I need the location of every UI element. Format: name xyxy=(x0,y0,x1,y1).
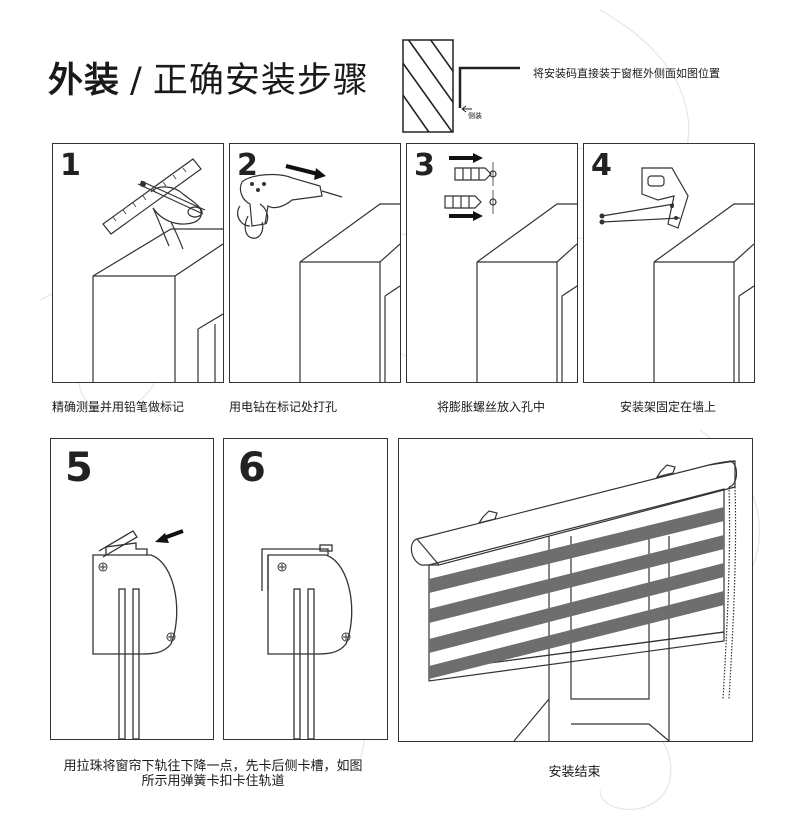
step-2-number: 2 xyxy=(237,148,258,183)
side-mount-label: 侧装 xyxy=(468,112,482,120)
step-1-caption: 精确测量并用铅笔做标记 xyxy=(52,400,185,414)
step-5-caption: 用拉珠将窗帘下轨往下降一点，先卡后侧卡槽，如图所示用弹簧卡扣卡住轨道 xyxy=(63,759,363,789)
step-2-caption: 用电钻在标记处打孔 xyxy=(229,400,338,414)
step-4-number: 4 xyxy=(591,148,612,183)
final-panel xyxy=(398,438,753,742)
step-3-number: 3 xyxy=(414,148,435,183)
final-caption: 安装结束 xyxy=(548,765,601,780)
step-3-panel: 3 xyxy=(406,143,578,383)
step-2-panel: 2 xyxy=(229,143,401,383)
step-4-panel: 4 xyxy=(583,143,755,383)
step-1-panel: 1 xyxy=(52,143,224,383)
title-rest: 正确安装步骤 xyxy=(152,61,369,101)
step-6-illustration xyxy=(261,544,353,739)
step-5-illustration xyxy=(92,529,184,739)
step-6-panel: 6 xyxy=(223,438,388,740)
step-4-illustration xyxy=(599,167,754,382)
step-3-illustration xyxy=(444,153,577,382)
header-note: 将安装码直接装于窗框外侧面如图位置 xyxy=(533,67,720,80)
title-bold: 外装 xyxy=(48,61,121,101)
step-1-number: 1 xyxy=(60,148,81,183)
step-1-illustration xyxy=(92,158,223,382)
step-3-caption: 将膨胀螺丝放入孔中 xyxy=(436,400,545,414)
step-6-number: 6 xyxy=(238,445,266,491)
step-5-panel: 5 xyxy=(50,438,214,740)
final-installed-blind-illustration xyxy=(410,460,738,741)
step-2-illustration xyxy=(237,164,400,382)
step-5-number: 5 xyxy=(65,445,93,491)
title-separator: / xyxy=(130,61,143,101)
page-title: 外装/正确安装步骤 xyxy=(48,52,369,103)
step-4-caption: 安装架固定在墙上 xyxy=(619,400,716,414)
header-mount-illustration xyxy=(402,39,520,133)
